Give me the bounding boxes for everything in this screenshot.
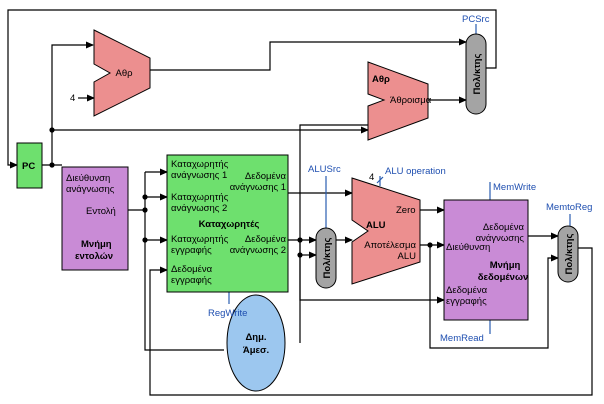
alusrc-label: ALUSrc xyxy=(308,164,341,175)
pcsrc-label: PCSrc xyxy=(462,14,490,25)
svg-text:Εντολή: Εντολή xyxy=(86,206,116,217)
pcsrc-mux: Πολ/κτης xyxy=(465,33,487,115)
memwrite-label: MemWrite xyxy=(493,182,536,193)
wire-junctions xyxy=(49,127,433,258)
svg-text:Zero: Zero xyxy=(396,205,416,216)
svg-text:Καταχωρητής: Καταχωρητής xyxy=(171,234,229,245)
svg-text:Άθροισμα: Άθροισμα xyxy=(390,95,432,106)
memtoreg-label: MemtoReg xyxy=(546,202,592,213)
svg-text:ALU: ALU xyxy=(398,251,417,262)
datapath-wires xyxy=(7,9,593,396)
svg-text:Δεδομένα: Δεδομένα xyxy=(483,222,525,233)
svg-text:εντολών: εντολών xyxy=(75,251,113,262)
svg-text:Δεδομένα: Δεδομένα xyxy=(245,171,287,182)
svg-text:ανάγνωσης: ανάγνωσης xyxy=(476,233,525,244)
svg-text:ανάγνωσης 2: ανάγνωσης 2 xyxy=(230,245,286,256)
svg-text:Δεδομένα: Δεδομένα xyxy=(171,264,213,275)
svg-text:εγγραφής: εγγραφής xyxy=(446,296,487,307)
svg-text:Πολ/κτης: Πολ/κτης xyxy=(322,238,333,279)
branch-adder: Αθρ Άθροισμα xyxy=(367,61,432,141)
svg-text:Μνήμη: Μνήμη xyxy=(490,260,521,271)
control-signal-labels: PCSrc ALUSrc ALU operation MemWrite Memt… xyxy=(208,14,592,344)
alu-operation-label: ALU operation xyxy=(385,166,446,177)
data-memory: Δεδομένα ανάγνωσης Διεύθυνση Μνήμη δεδομ… xyxy=(443,199,529,321)
svg-text:δεδομένων: δεδομένων xyxy=(478,272,529,283)
svg-text:Πολ/κτης: Πολ/κτης xyxy=(564,234,575,275)
svg-text:4: 4 xyxy=(70,93,75,104)
control-wires xyxy=(228,24,571,334)
svg-text:ανάγνωσης: ανάγνωσης xyxy=(66,184,115,195)
svg-text:4: 4 xyxy=(369,172,374,183)
svg-text:Διεύθυνση: Διεύθυνση xyxy=(446,242,490,253)
memread-label: MemRead xyxy=(440,333,484,344)
svg-text:ALU: ALU xyxy=(366,220,386,231)
svg-text:Μνήμη: Μνήμη xyxy=(81,239,112,250)
svg-text:Δημ.: Δημ. xyxy=(245,332,266,343)
svg-text:Διεύθυνση: Διεύθυνση xyxy=(66,173,110,184)
register-file: Καταχωρητής ανάγνωσης 1 Καταχωρητής ανάγ… xyxy=(166,154,289,293)
memtoreg-mux: Πολ/κτης xyxy=(557,225,579,283)
alusrc-mux: Πολ/κτης xyxy=(315,227,337,289)
instruction-memory: Διεύθυνση ανάγνωσης Εντολή Μνήμη εντολών xyxy=(61,166,129,271)
svg-text:εγγραφής: εγγραφής xyxy=(171,245,212,256)
svg-text:ανάγνωσης 1: ανάγνωσης 1 xyxy=(230,182,286,193)
svg-text:Άμεσ.: Άμεσ. xyxy=(243,345,269,356)
pc-adder: Αθρ 4 xyxy=(70,29,151,117)
svg-text:Καταχωρητής: Καταχωρητής xyxy=(171,192,229,203)
svg-text:εγγραφής: εγγραφής xyxy=(171,275,212,286)
svg-text:Πολ/κτης: Πολ/κτης xyxy=(472,54,483,95)
svg-text:Καταχωρητής: Καταχωρητής xyxy=(171,159,229,170)
regwrite-label: RegWrite xyxy=(208,308,247,319)
svg-text:Καταχωρητές: Καταχωρητές xyxy=(199,219,260,230)
svg-text:Δεδομένα: Δεδομένα xyxy=(446,285,488,296)
svg-text:ανάγνωσης 1: ανάγνωσης 1 xyxy=(171,170,227,181)
svg-text:Αποτέλεσμα: Αποτέλεσμα xyxy=(364,240,416,251)
svg-text:Αθρ: Αθρ xyxy=(372,74,390,85)
sign-extend-unit: Δημ. Άμεσ. xyxy=(226,294,286,392)
svg-text:Δεδομένα: Δεδομένα xyxy=(245,234,287,245)
svg-text:Αθρ: Αθρ xyxy=(115,68,133,79)
svg-text:PC: PC xyxy=(22,161,35,172)
alu: ALU Zero Αποτέλεσμα ALU 4 xyxy=(351,172,421,285)
svg-text:ανάγνωσης 2: ανάγνωσης 2 xyxy=(171,203,227,214)
pc-register: PC xyxy=(16,142,43,189)
